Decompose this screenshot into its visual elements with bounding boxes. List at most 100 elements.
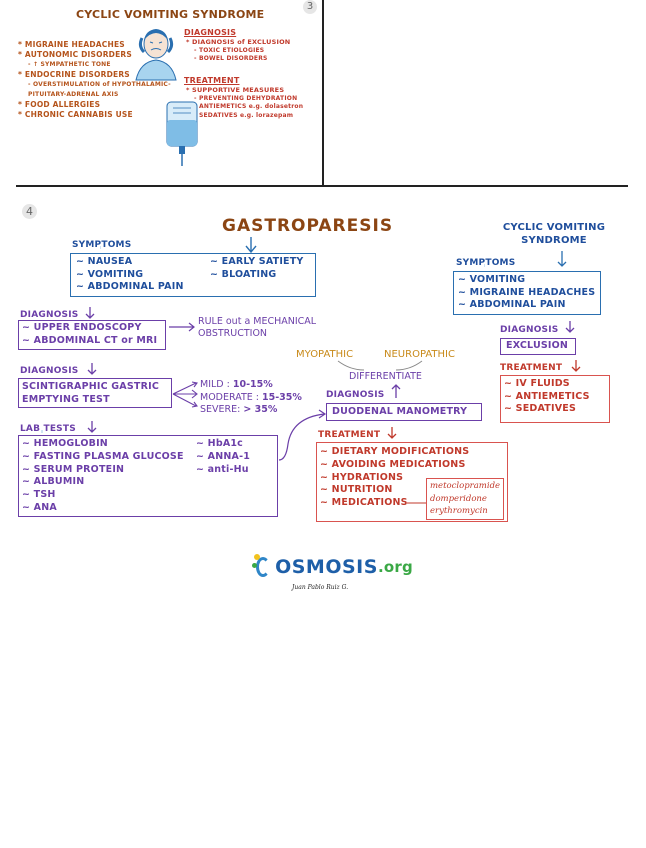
cvs-treatment-arrow: [571, 360, 581, 372]
severity-label: MODERATE :: [200, 391, 263, 403]
osmosis-logo: OSMOSIS.org: [252, 554, 413, 578]
main-page-number: 4: [22, 204, 37, 219]
diagnosis1-label: DIAGNOSIS: [20, 310, 79, 320]
diagnosis1-item: ~ ABDOMINAL CT or MRI: [22, 334, 158, 346]
treatment-item: ~ AVOIDING MEDICATIONS: [320, 458, 466, 470]
cause-item: - ↑ SYMPATHETIC TONE: [28, 61, 111, 68]
diagnosis2-item: EMPTYING TEST: [22, 393, 110, 405]
severity-row: MILD : 10-15%: [200, 379, 302, 392]
diagnosis1-note-line2: OBSTRUCTION: [198, 328, 268, 339]
severity-value: 15-35%: [262, 391, 302, 403]
cause-item: * ENDOCRINE DISORDERS: [18, 70, 130, 79]
cvs-diagnosis-arrow: [565, 321, 575, 333]
cvs-symptoms-label: SYMPTOMS: [456, 258, 516, 268]
cause-item: * MIGRAINE HEADACHES: [18, 40, 125, 49]
diagnosis3-item: DUODENAL MANOMETRY: [332, 406, 468, 417]
lab-tests-label: LAB TESTS: [20, 424, 76, 434]
cvs-treatment-box: [500, 375, 610, 423]
diagnosis1-item: ~ UPPER ENDOSCOPY: [22, 322, 142, 333]
severity-row: SEVERE: > 35%: [200, 404, 302, 417]
headache-woman-illustration: [135, 29, 177, 81]
top-panel-divider-vertical: [322, 0, 324, 186]
cause-item: * FOOD ALLERGIES: [18, 100, 101, 109]
treatment-arrow-down: [387, 427, 397, 439]
neuropathic-label: NEUROPATHIC: [384, 349, 455, 360]
severity-label: MILD :: [200, 379, 233, 390]
cvs-symptoms-list: ~ VOMITING~ MIGRAINE HEADACHES~ ABDOMINA…: [458, 274, 595, 312]
treatment-box: [316, 442, 508, 522]
osmosis-logo-text: OSMOSIS: [275, 556, 378, 578]
treatment-list: ~ DIETARY MODIFICATIONS~ AVOIDING MEDICA…: [320, 446, 469, 510]
lab-tests-box: [18, 435, 278, 517]
top-treatment-list: * SUPPORTIVE MEASURES- PREVENTING DEHYDR…: [186, 86, 303, 120]
cvs-treatment-list: ~ IV FLUIDS~ ANTIEMETICS~ SEDATIVES: [504, 378, 590, 416]
symptoms-box: [70, 253, 316, 297]
diagnosis1-box: [18, 320, 166, 350]
cvs-title-line1: CYCLIC VOMITING: [502, 222, 606, 233]
top-title: CYCLIC VOMITING SYNDROME: [76, 8, 265, 21]
cause-item: - OVERSTIMULATION of HYPOTHALAMIC-: [28, 81, 171, 88]
top-diagnosis-list: * DIAGNOSIS of EXCLUSION- TOXIC ETIOLOGI…: [186, 38, 290, 64]
top-treatment-label: TREATMENT: [184, 76, 240, 85]
top-treatment-item: - SEDATIVES e.g. lorazepam: [194, 111, 294, 119]
treatment-label: TREATMENT: [318, 430, 381, 440]
severity-list: MILD : 10-15%MODERATE : 15-35%SEVERE: > …: [200, 379, 302, 417]
diagnosis2-box: [18, 378, 172, 408]
differentiate-label: DIFFERENTIATE: [349, 371, 422, 382]
top-diagnosis-item: - TOXIC ETIOLOGIES: [194, 46, 265, 54]
cvs-treatment-item: ~ IV FLUIDS: [504, 378, 570, 389]
lab-to-manometry-connector: [278, 409, 327, 461]
diagnosis3-label: DIAGNOSIS: [326, 390, 385, 400]
main-title: GASTROPARESIS: [222, 216, 394, 236]
lab-test-item: ~ anti-Hu: [196, 463, 249, 475]
severity-row: MODERATE : 15-35%: [200, 392, 302, 405]
diagnosis1-arrow-down: [85, 307, 95, 319]
lab-test-item: ~ ALBUMIN: [22, 476, 85, 488]
top-diagnosis-item: * DIAGNOSIS of EXCLUSION: [186, 38, 291, 46]
medications-connector: [407, 502, 426, 504]
diagnosis2-arrow-down: [87, 363, 97, 375]
cvs-diagnosis-label: DIAGNOSIS: [500, 325, 559, 335]
top-treatment-item: * SUPPORTIVE MEASURES: [186, 86, 285, 94]
cause-item: PITUITARY-ADRENAL AXIS: [28, 91, 119, 98]
differentiate-lines: [337, 360, 423, 371]
iv-bag-illustration: [166, 101, 198, 166]
symptoms-label: SYMPTOMS: [72, 240, 132, 250]
diagnosis2-label: DIAGNOSIS: [20, 366, 79, 376]
severity-arrows: [172, 381, 198, 408]
diagnosis3-box: [326, 403, 482, 421]
signature: Juan Pablo Ruiz G.: [292, 584, 349, 591]
top-diagnosis-label: DIAGNOSIS: [184, 28, 237, 37]
severity-value: 10-15%: [232, 379, 273, 390]
medications-box: [426, 478, 504, 520]
lab-test-item: ~ SERUM PROTEIN: [22, 463, 125, 475]
osmosis-logo-suffix: .org: [377, 558, 413, 576]
diagnosis1-note: RULE out a MECHANICAL OBSTRUCTION: [198, 316, 316, 340]
cvs-treatment-label: TREATMENT: [500, 363, 563, 373]
cvs-title-line2: SYNDROME: [521, 235, 587, 246]
symptoms-left-list: ~ NAUSEA~ VOMITING~ ABDOMINAL PAIN: [76, 256, 184, 294]
treatment-item: ~ HYDRATIONS: [320, 471, 404, 483]
top-causes-list: * MIGRAINE HEADACHES* AUTONOMIC DISORDER…: [18, 40, 171, 120]
top-treatment-item: - ANTIEMETICS e.g. dolasetron: [194, 103, 304, 110]
lab-test-item: ~ ANNA-1: [196, 450, 251, 462]
cvs-treatment-item: ~ ANTIEMETICS: [504, 390, 590, 402]
symptom-item: ~ ABDOMINAL PAIN: [76, 281, 184, 292]
cvs-treatment-item: ~ SEDATIVES: [504, 403, 576, 414]
treatment-item: ~ MEDICATIONS: [320, 497, 408, 509]
diagnosis1-arrow-right: [169, 322, 195, 332]
medication-item: erythromycin: [430, 506, 488, 516]
cvs-title-arrow: [557, 251, 567, 267]
lab-tests-arrow-down: [87, 421, 97, 433]
cause-item: * CHRONIC CANNABIS USE: [18, 110, 133, 119]
symptom-item: ~ EARLY SATIETY: [210, 256, 304, 267]
cvs-symptom-item: ~ MIGRAINE HEADACHES: [458, 286, 596, 298]
cvs-symptom-item: ~ VOMITING: [458, 274, 526, 285]
symptom-item: ~ VOMITING: [76, 268, 144, 280]
lab-tests-left-list: ~ HEMOGLOBIN~ FASTING PLASMA GLUCOSE~ SE…: [22, 438, 184, 515]
symptom-item: ~ BLOATING: [210, 268, 277, 280]
myopathic-label: MYOPATHIC: [296, 349, 354, 360]
diagnosis2-item: SCINTIGRAPHIC GASTRIC: [22, 381, 160, 392]
